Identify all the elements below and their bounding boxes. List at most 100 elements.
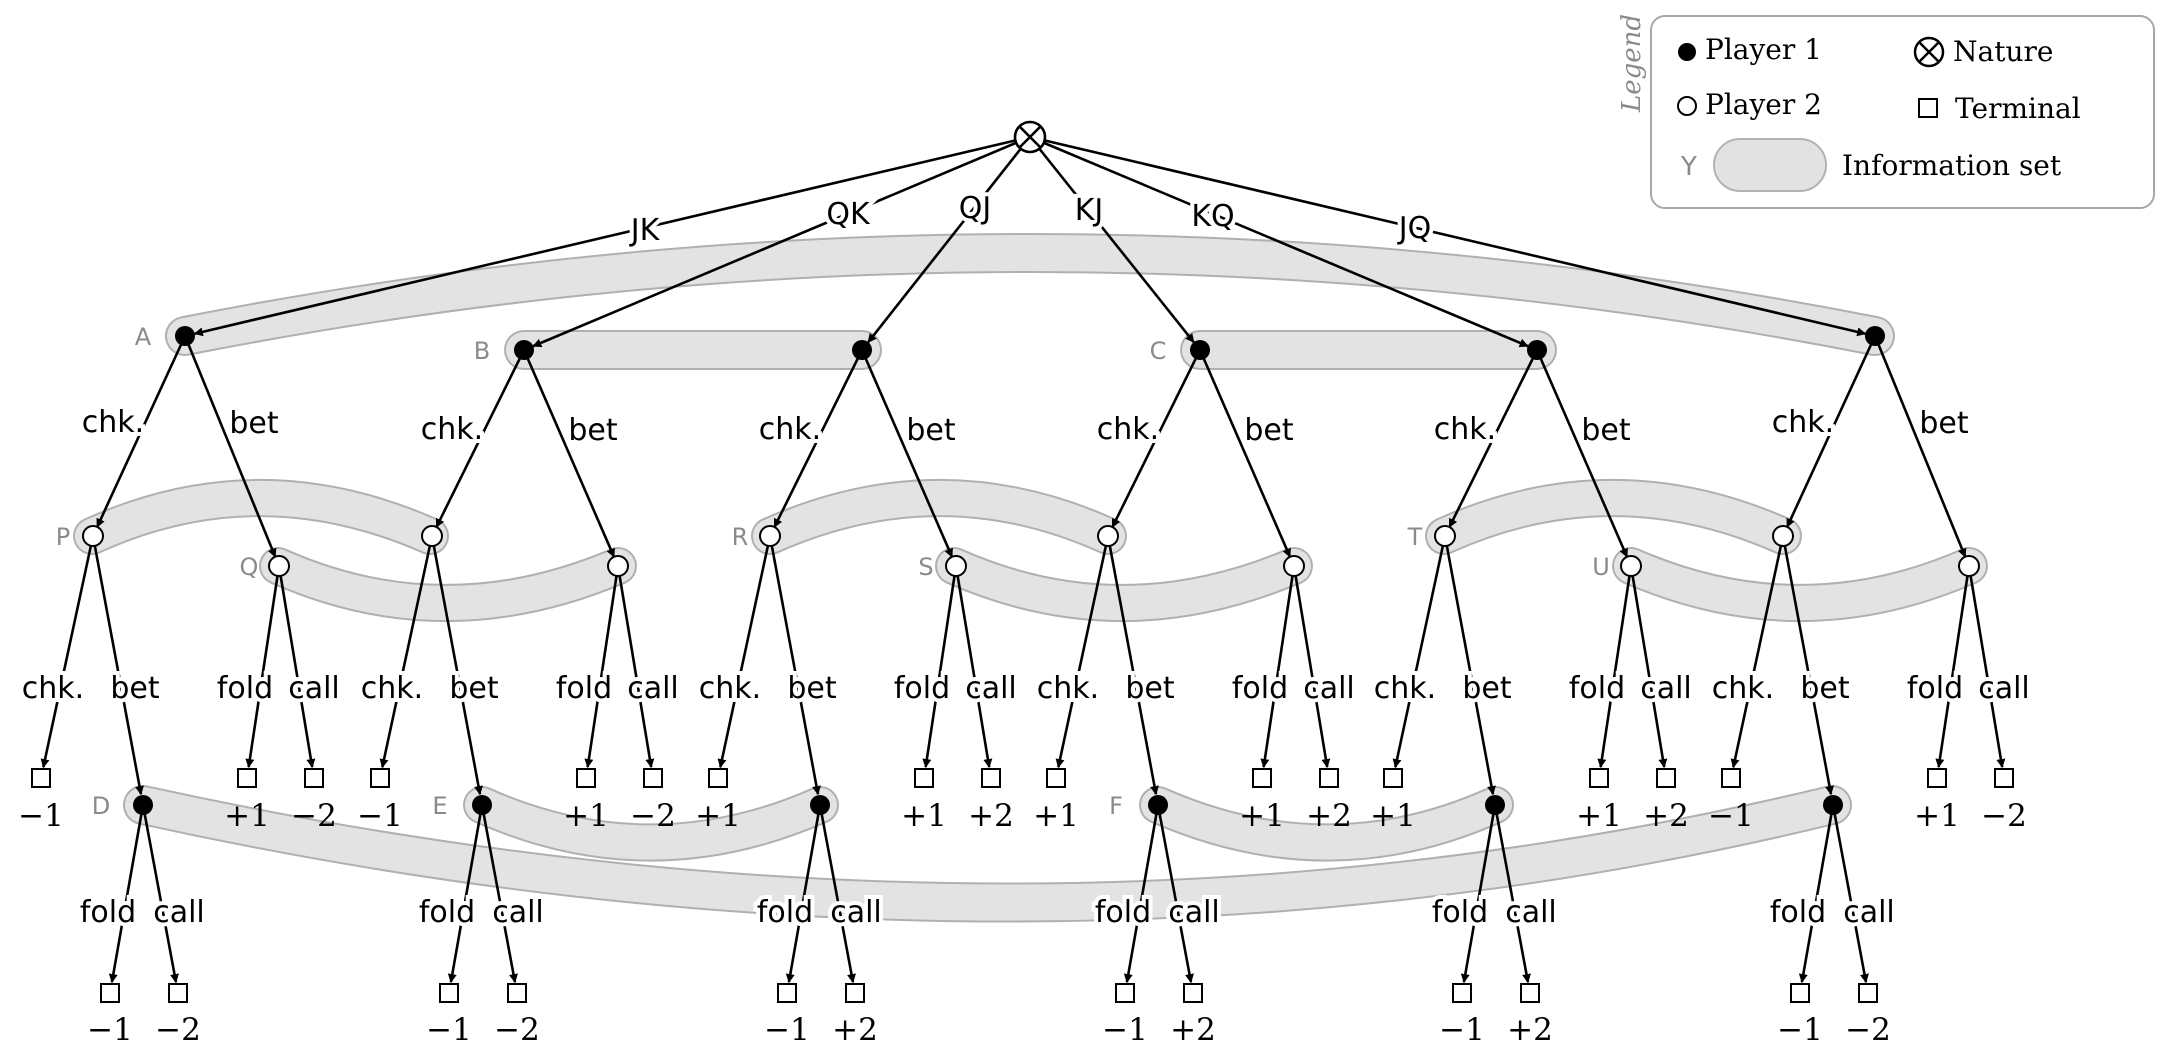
player2-node [1958,555,1980,577]
payoff-value: +2 [968,798,1014,834]
deal-label-QK: QK [826,197,871,232]
payoff-value: +1 [563,798,609,834]
action-bet: bet [1581,413,1631,448]
action-fold: fold [1770,895,1826,930]
action-call: call [1978,671,2030,706]
player1-node [1190,340,1210,360]
infoset-band-R-fill [753,481,1125,553]
payoff-value: −2 [155,1012,201,1048]
player1-node [1865,326,1885,346]
action-fold: fold [1095,895,1151,930]
player1-icon [1678,43,1696,61]
edge [193,135,1031,337]
action-check: chk. [1374,671,1436,706]
edge [717,535,772,769]
edge [532,135,1031,348]
legend-player2: Player 2 [1705,88,1822,121]
edge [379,535,434,769]
infoset-band-Q-fill [261,549,635,620]
payoff-value: +1 [1576,798,1622,834]
edge [1781,535,1834,796]
terminal-node [1183,983,1203,1003]
edge [1029,135,1529,348]
payoff-value: +2 [1306,798,1352,834]
edge [1106,535,1159,796]
player1-node [175,326,195,346]
action-call: call [965,671,1017,706]
edge [1198,349,1292,558]
action-call: call [1640,671,1692,706]
infoset-label-C: C [1150,337,1167,365]
terminal-node [708,768,728,788]
deal-label-KQ: KQ [1191,199,1234,234]
deal-label-JQ: JQ [1397,211,1431,246]
terminal-node [1252,768,1272,788]
edge [1123,804,1160,984]
infoset-band-S-fill [937,549,1311,620]
edge [430,535,483,796]
player2-node [82,525,104,547]
action-call: call [1843,895,1895,930]
terminal-node [168,983,188,1003]
action-check: chk. [361,671,423,706]
infoset-label-A: A [135,323,152,351]
infoset-label-S: S [918,553,933,581]
terminal-node [981,768,1001,788]
edge [1785,335,1877,528]
payoff-value: +1 [1033,798,1079,834]
action-check: chk. [759,412,821,447]
edge [1448,349,1539,528]
terminal-node [1656,768,1676,788]
action-check: chk. [1097,412,1159,447]
action-call: call [1303,671,1355,706]
payoff-value: +1 [1914,798,1960,834]
edge [1029,135,1867,337]
payoff-value: −1 [1777,1012,1823,1048]
action-check: chk. [22,671,84,706]
legend-infoset: Information set [1842,149,2062,182]
payoff-value: +1 [1370,798,1416,834]
payoff-value: −1 [1708,798,1754,834]
terminal-node [1319,768,1339,788]
player2-node [945,555,967,577]
terminal-node [1589,768,1609,788]
edge [1730,535,1785,769]
infoset-label-E: E [432,792,447,820]
edge [1392,535,1447,769]
action-call: call [492,895,544,930]
edge [1935,565,1971,769]
player1-node [810,795,830,815]
edge [954,565,993,769]
edge [860,349,954,558]
edge [1260,565,1296,769]
terminal-node [1790,983,1810,1003]
action-bet: bet [1919,406,1969,441]
action-bet: bet [906,413,956,448]
infoset-label-T: T [1407,523,1423,551]
infoset-band-T-fill [1427,481,1800,553]
edge [1873,335,1967,558]
action-check: chk. [421,412,483,447]
edge [1156,804,1194,984]
edge [1535,349,1629,558]
nature-node-cross [1018,125,1042,149]
action-fold: fold [1569,671,1625,706]
payoff-value: −1 [18,798,64,834]
edge [40,535,95,769]
terminal-node [576,768,596,788]
action-bet: bet [110,671,160,706]
payoff-value: +2 [1643,798,1689,834]
terminal-icon [1918,98,1938,118]
edge [1443,535,1496,796]
payoff-value: +1 [901,798,947,834]
terminal-node [845,983,865,1003]
action-call: call [627,671,679,706]
legend-nature: Nature [1953,35,2053,68]
player2-node [1097,525,1119,547]
player1-node [1148,795,1168,815]
edge [922,565,958,769]
action-bet: bet [568,413,618,448]
edge [91,535,144,796]
